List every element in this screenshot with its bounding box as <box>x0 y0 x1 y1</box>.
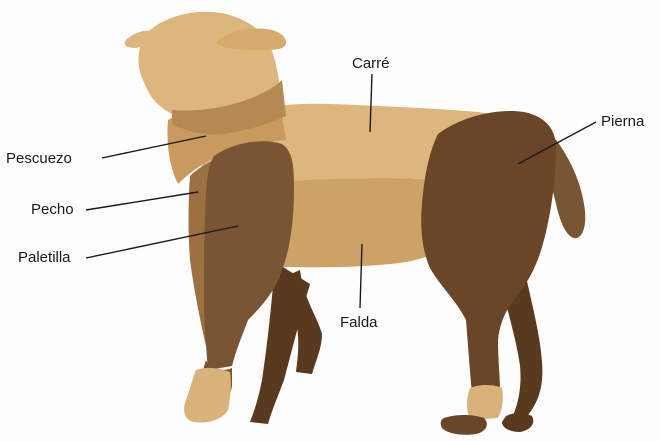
far-hind-hoof <box>502 413 533 432</box>
hind-near-leg <box>467 385 503 420</box>
label-paletilla: Paletilla <box>18 249 71 266</box>
hind-hoof <box>441 415 487 435</box>
front-hoof <box>184 368 231 423</box>
label-carre: Carré <box>352 55 390 72</box>
label-pierna: Pierna <box>601 113 645 130</box>
label-pecho: Pecho <box>31 201 74 218</box>
leader-pecho <box>86 192 198 210</box>
label-falda: Falda <box>340 314 378 331</box>
label-pescuezo: Pescuezo <box>6 150 72 167</box>
